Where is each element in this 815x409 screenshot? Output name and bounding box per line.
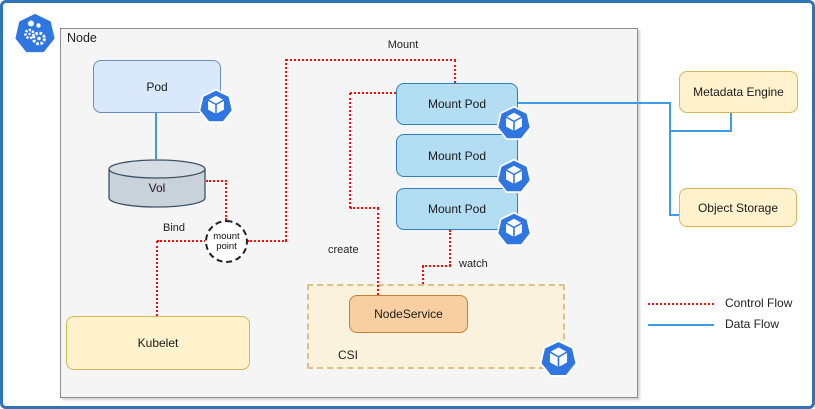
mount-pod-label: Mount Pod (427, 148, 487, 163)
vol-label: Vol (148, 181, 166, 195)
control-flow-line (225, 180, 227, 220)
kubernetes-node-icon (12, 11, 58, 55)
vol-cylinder (108, 159, 206, 208)
pod-icon (539, 340, 578, 377)
node-service-label: NodeService (374, 307, 443, 321)
control-flow-line (422, 266, 424, 284)
control-flow-line (377, 208, 379, 295)
data-flow-line (518, 102, 671, 104)
mount-pod-label: Mount Pod (427, 202, 487, 216)
pod-label: Pod (146, 79, 168, 94)
pod-box: Pod (93, 60, 221, 113)
kubelet-label: Kubelet (137, 336, 179, 350)
control-flow-line (285, 59, 287, 241)
pod-icon (496, 105, 532, 141)
mount-edge-label: Mount (387, 39, 419, 51)
mount-pod-label: Mount Pod (427, 97, 487, 111)
pod-icon (198, 88, 234, 124)
watch-edge-label: watch (459, 258, 488, 270)
legend-control-flow-label: Control Flow (725, 296, 793, 310)
pod-icon (496, 158, 532, 194)
mount-pod-box-1: Mount Pod (396, 83, 518, 125)
control-flow-line (157, 240, 206, 242)
control-flow-line (206, 180, 227, 182)
control-flow-line (454, 60, 456, 83)
control-flow-line (349, 93, 351, 208)
data-flow-line (730, 113, 732, 132)
data-flow-line (669, 103, 671, 215)
mount-pod-box-3: Mount Pod (396, 188, 518, 230)
create-edge-label: create (328, 244, 359, 256)
pod-icon (496, 211, 532, 247)
bind-edge-label: Bind (163, 222, 186, 234)
control-flow-line (247, 240, 287, 242)
node-label: Node (67, 31, 97, 45)
control-flow-line (156, 241, 158, 316)
metadata-engine-box: Metadata Engine (679, 71, 798, 113)
legend-control-flow-swatch (648, 303, 714, 305)
control-flow-line (350, 207, 379, 209)
control-flow-line (449, 230, 451, 266)
legend-data-flow-label: Data Flow (725, 317, 780, 331)
control-flow-line (286, 59, 456, 61)
csi-label: CSI (338, 348, 359, 362)
object-storage-box: Object Storage (679, 188, 797, 227)
data-flow-line (669, 214, 680, 216)
control-flow-line (422, 265, 451, 267)
mount-pod-box-2: Mount Pod (396, 134, 518, 177)
mount-point-circle: mount point (205, 220, 248, 263)
data-flow-line (669, 130, 732, 132)
object-storage-label: Object Storage (697, 200, 779, 215)
kubelet-box: Kubelet (66, 316, 250, 370)
node-service-box: NodeService (349, 295, 468, 333)
legend-data-flow-swatch (648, 324, 714, 326)
data-flow-line (155, 113, 157, 159)
metadata-engine-label: Metadata Engine (693, 85, 784, 99)
control-flow-line (350, 92, 396, 94)
